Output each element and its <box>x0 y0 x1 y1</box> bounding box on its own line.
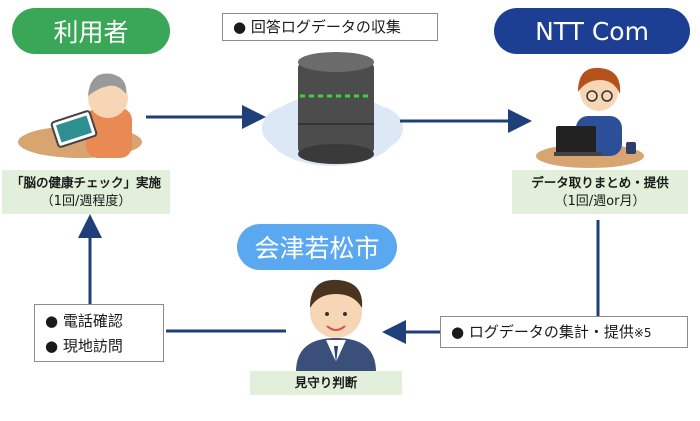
site-visit-label: ● 現地訪問 <box>45 337 123 355</box>
collect-label: ● 回答ログデータの収集 <box>233 18 401 36</box>
ntt-staff-illustration <box>536 67 644 168</box>
city-pill: 会津若松市 <box>237 224 397 270</box>
ntt-action-label: データ取りまとめ・提供 <box>531 175 669 190</box>
user-pill: 利用者 <box>12 8 170 54</box>
ntt-action-box: データ取りまとめ・提供 （1回/週or月） <box>512 170 688 214</box>
elderly-user-illustration <box>18 73 142 158</box>
ntt-pill: NTT Com <box>494 8 690 54</box>
city-staff-illustration <box>296 279 376 372</box>
aggregate-box: ● ログデータの集計・提供※5 <box>440 316 688 348</box>
user-action-label: 「脳の健康チェック」実施 <box>10 175 161 190</box>
cloud-server-icon <box>262 52 403 166</box>
ntt-label: NTT Com <box>535 16 649 46</box>
collect-box: ● 回答ログデータの収集 <box>222 13 438 41</box>
ntt-frequency-label: （1回/週or月） <box>554 194 646 209</box>
watch-label: 見守り判断 <box>294 375 358 390</box>
user-frequency-label: （1回/週程度） <box>40 194 132 209</box>
watch-box: 見守り判断 <box>250 371 402 395</box>
aggregate-label: ● ログデータの集計・提供 <box>451 323 634 341</box>
phone-check-label: ● 電話確認 <box>45 312 123 330</box>
city-label: 会津若松市 <box>254 234 380 263</box>
followup-box: ● 電話確認 ● 現地訪問 <box>34 304 164 362</box>
user-action-box: 「脳の健康チェック」実施 （1回/週程度） <box>2 170 170 214</box>
user-label: 利用者 <box>53 18 129 47</box>
aggregate-note: ※5 <box>633 326 652 340</box>
